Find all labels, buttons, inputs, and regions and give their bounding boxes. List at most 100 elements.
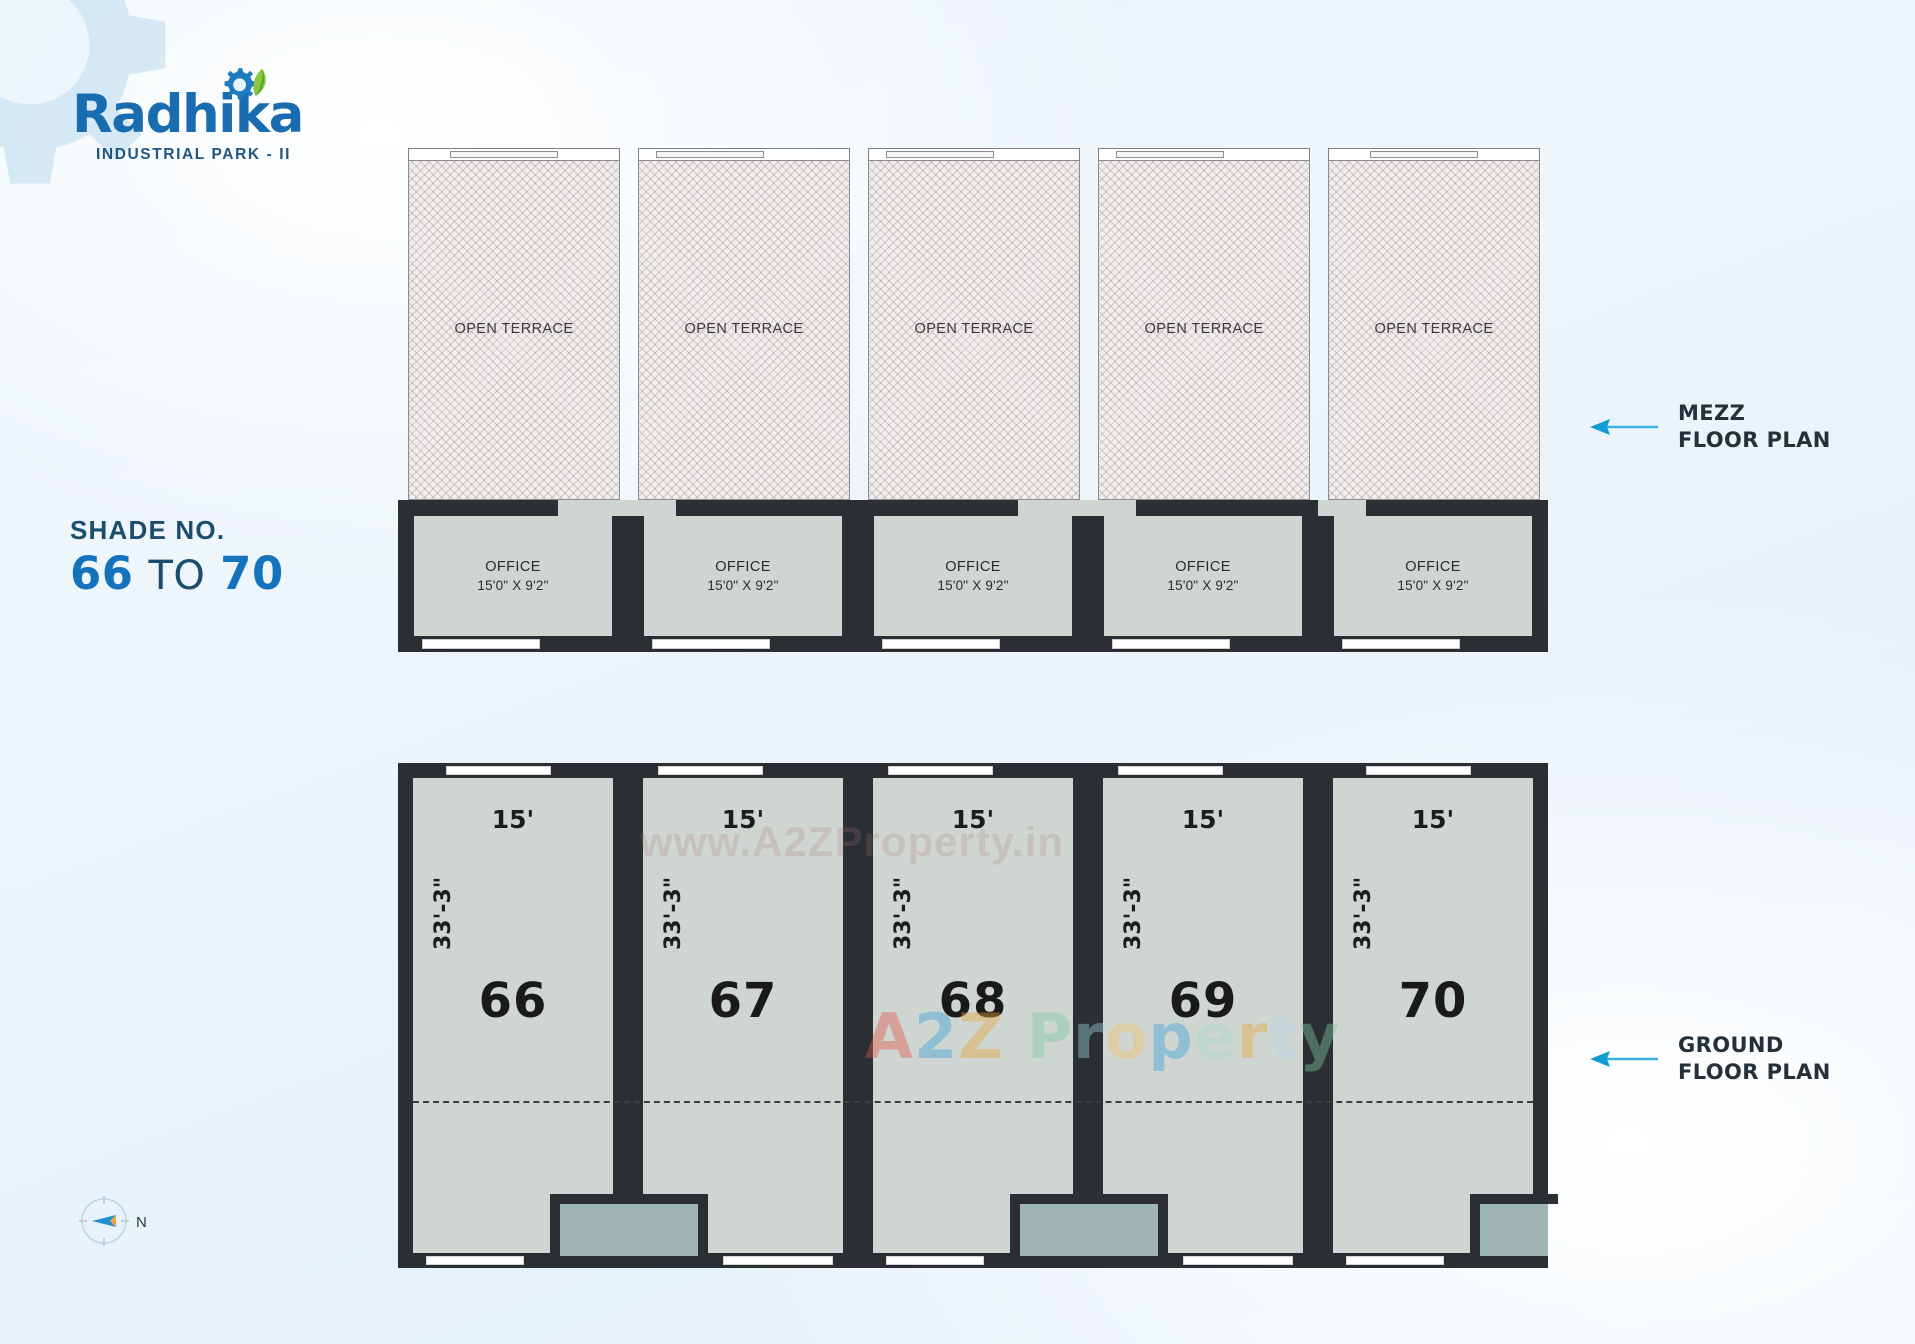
- brand-name: Radhika: [72, 84, 304, 145]
- mezz-bottom-window: [1112, 639, 1230, 649]
- office-area: OFFICE 15'0" X 9'2": [1088, 500, 1318, 652]
- unit-depth-label: 33'-3": [1351, 876, 1376, 950]
- shade-number-block: SHADE NO. 66 TO 70: [70, 515, 284, 597]
- mezz-top-window: [886, 151, 994, 158]
- unit-width-label: 15': [721, 805, 765, 834]
- wc-block: [1010, 1194, 1168, 1256]
- ground-unit: 15' 33'-3" 67: [628, 763, 858, 1268]
- left-arrow-icon: [1590, 1050, 1658, 1067]
- wc-block: [550, 1194, 708, 1256]
- unit-number: 70: [1398, 973, 1468, 1029]
- open-terrace-label: OPEN TERRACE: [684, 321, 804, 337]
- mezz-office-opening: [1088, 500, 1136, 516]
- unit-width-label: 15': [951, 805, 995, 834]
- office-label: OFFICE: [485, 559, 541, 575]
- open-terrace-area: OPEN TERRACE: [408, 160, 620, 500]
- wc-door: [1068, 1194, 1130, 1204]
- unit-depth-label: 33'-3": [661, 876, 686, 950]
- mezz-unit: OPEN TERRACE OFFICE 15'0" X 9'2": [628, 142, 858, 652]
- open-terrace-area: OPEN TERRACE: [868, 160, 1080, 500]
- mezz-bottom-window: [422, 639, 540, 649]
- shade-range: 66 TO 70: [70, 550, 284, 597]
- office-dimensions: 15'0" X 9'2": [937, 578, 1009, 593]
- shade-to: 70: [220, 547, 284, 600]
- office-dimensions: 15'0" X 9'2": [707, 578, 779, 593]
- mezz-top-window: [1116, 151, 1224, 158]
- office-area: OFFICE 15'0" X 9'2": [628, 500, 858, 652]
- mezz-unit: OPEN TERRACE OFFICE 15'0" X 9'2": [1088, 142, 1318, 652]
- mezz-office-opening: [1018, 500, 1088, 516]
- ground-bottom-window: [426, 1256, 524, 1265]
- open-terrace-area: OPEN TERRACE: [638, 160, 850, 500]
- office-area: OFFICE 15'0" X 9'2": [398, 500, 628, 652]
- office-dimensions: 15'0" X 9'2": [477, 578, 549, 593]
- mezz-top-window: [1370, 151, 1478, 158]
- ground-unit: 15' 33'-3" 66: [398, 763, 628, 1268]
- left-arrow-icon: [1590, 418, 1658, 435]
- office-label: OFFICE: [715, 559, 771, 575]
- open-terrace-area: OPEN TERRACE: [1098, 160, 1310, 500]
- office-area: OFFICE 15'0" X 9'2": [1318, 500, 1548, 652]
- unit-depth-label: 33'-3": [891, 876, 916, 950]
- ground-room: 15' 33'-3" 70: [1318, 763, 1548, 1268]
- office-label: OFFICE: [1405, 559, 1461, 575]
- ground-top-window: [1118, 766, 1223, 775]
- gear-decoration-icon: [0, 0, 166, 184]
- mezz-top-window: [656, 151, 764, 158]
- office-area: OFFICE 15'0" X 9'2": [858, 500, 1088, 652]
- wc-door: [1518, 1194, 1558, 1204]
- mezz-office-opening: [628, 500, 676, 516]
- ground-unit: 15' 33'-3" 68: [858, 763, 1088, 1268]
- brand-logo: Radhika INDUSTRIAL PARK - II: [72, 68, 322, 164]
- compass-rose: N: [78, 1195, 150, 1247]
- mezz-office-opening: [1318, 500, 1366, 516]
- mezz-unit: OPEN TERRACE OFFICE 15'0" X 9'2": [858, 142, 1088, 652]
- ground-room: 15' 33'-3" 66: [398, 763, 628, 1268]
- ground-bottom-window: [1183, 1256, 1293, 1265]
- unit-number: 69: [1168, 973, 1238, 1029]
- shade-to-word: TO: [148, 553, 206, 599]
- wc-door: [608, 1194, 670, 1204]
- ground-label-line2: FLOOR PLAN: [1678, 1059, 1831, 1084]
- ground-top-window: [658, 766, 763, 775]
- brand-subtitle: INDUSTRIAL PARK - II: [96, 146, 292, 163]
- compass-north-letter: N: [136, 1214, 147, 1231]
- office-dimensions: 15'0" X 9'2": [1397, 578, 1469, 593]
- ground-room: 15' 33'-3" 67: [628, 763, 858, 1268]
- ground-bottom-window: [1346, 1256, 1444, 1265]
- unit-depth-label: 33'-3": [431, 876, 456, 950]
- mezz-plan-label-text: MEZZ FLOOR PLAN: [1678, 400, 1831, 454]
- office-dimensions: 15'0" X 9'2": [1167, 578, 1239, 593]
- mezz-bottom-window: [882, 639, 1000, 649]
- gear-leaf-icon: [224, 68, 266, 100]
- mezz-plan-label: MEZZ FLOOR PLAN: [1588, 400, 1831, 454]
- open-terrace-label: OPEN TERRACE: [1144, 321, 1264, 337]
- mezz-top-window: [450, 151, 558, 158]
- ground-top-window: [1366, 766, 1471, 775]
- ground-label-line1: GROUND: [1678, 1033, 1784, 1057]
- mezz-bottom-window: [652, 639, 770, 649]
- ground-unit: 15' 33'-3" 70: [1318, 763, 1548, 1268]
- unit-depth-label: 33'-3": [1121, 876, 1146, 950]
- unit-width-label: 15': [491, 805, 535, 834]
- open-terrace-label: OPEN TERRACE: [1374, 321, 1494, 337]
- mezz-bottom-window: [1342, 639, 1460, 649]
- office-label: OFFICE: [1175, 559, 1231, 575]
- mezzanine-extent-line: [413, 1101, 1533, 1103]
- open-terrace-label: OPEN TERRACE: [454, 321, 574, 337]
- ground-top-window: [446, 766, 551, 775]
- open-terrace-label: OPEN TERRACE: [914, 321, 1034, 337]
- ground-top-window: [888, 766, 993, 775]
- ground-plan-label-text: GROUND FLOOR PLAN: [1678, 1032, 1831, 1086]
- unit-number: 66: [478, 973, 548, 1029]
- ground-floor-plan: 15' 33'-3" 66 15' 33'-3" 67 15' 33'-3" 6…: [398, 763, 1558, 1268]
- ground-unit: 15' 33'-3" 69: [1088, 763, 1318, 1268]
- mezz-label-line2: FLOOR PLAN: [1678, 427, 1831, 452]
- shade-from: 66: [70, 547, 134, 600]
- shade-title: SHADE NO.: [70, 515, 226, 545]
- mezz-unit: OPEN TERRACE OFFICE 15'0" X 9'2": [1318, 142, 1548, 652]
- ground-bottom-window: [723, 1256, 833, 1265]
- mezz-floor-plan: OPEN TERRACE OFFICE 15'0" X 9'2" OPEN TE…: [398, 142, 1548, 652]
- unit-width-label: 15': [1181, 805, 1225, 834]
